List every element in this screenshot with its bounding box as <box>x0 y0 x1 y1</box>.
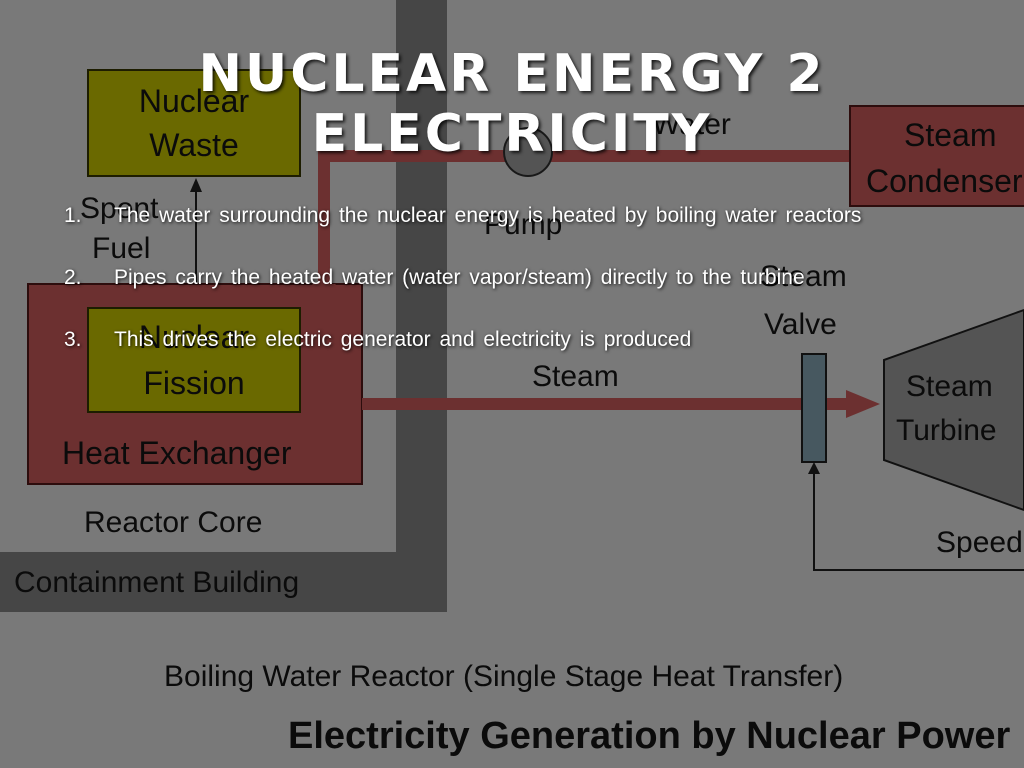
bullet-item: 1. The water surrounding the nuclear ene… <box>62 200 1002 232</box>
bullet-number: 2. <box>64 266 82 289</box>
bullet-text: The water surrounding the nuclear energy… <box>114 204 862 227</box>
bullet-text: This drives the electric generator and e… <box>114 328 692 351</box>
bullet-number: 3. <box>64 328 82 351</box>
bullet-list: 1. The water surrounding the nuclear ene… <box>62 200 1002 386</box>
bullet-number: 1. <box>64 204 82 227</box>
bullet-item: 3. This drives the electric generator an… <box>62 324 1002 356</box>
slide-title: NUCLEAR ENERGY 2 ELECTRICITY <box>198 44 826 164</box>
bullet-text: Pipes carry the heated water (water vapo… <box>114 266 805 289</box>
bullet-item: 2. Pipes carry the heated water (water v… <box>62 262 1002 294</box>
